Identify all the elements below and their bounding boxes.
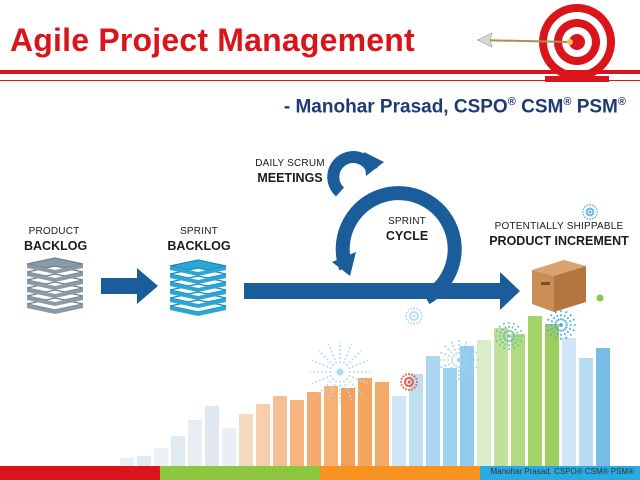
skyline-bar [358,378,372,466]
skyline-bar [256,404,270,466]
firework-icon [310,204,605,402]
registered-mark: ® [617,96,626,108]
product-increment-line2: PRODUCT INCREMENT [489,234,629,248]
skyline-bar [290,400,304,466]
firework-burst [545,309,577,341]
product-box-icon [532,260,586,312]
flow-arrow [244,272,520,310]
registered-mark: ® [507,96,516,108]
skyline-bar [273,396,287,466]
sprint-backlog-label: SPRINT BACKLOG [166,226,232,253]
firework-burst [582,204,598,220]
target-icon [539,4,615,82]
firework-burst [495,322,523,350]
footer-segment [320,466,480,480]
author-name: - Manohar Prasad, CSPO [283,96,508,118]
daily-scrum-line2: MEETINGS [257,171,323,185]
stack-band [170,274,226,284]
skyline-bar [409,374,423,466]
firework-burst [404,306,424,326]
sprint-cycle-loop-icon [327,151,462,305]
footer-color-bar [0,466,640,480]
stack-band [27,296,83,306]
firework-burst [310,342,370,402]
skyline-bar [460,346,474,466]
firework-burst [595,293,605,303]
stack-band [170,290,226,300]
skyline-bar [426,356,440,466]
author-cert-csm: CSM [515,96,564,118]
footer-segment [160,466,320,480]
author-line: - Manohar Prasad, CSPO® CSM® PSM® [284,96,626,118]
stack-band [170,282,226,292]
skyline-bar [307,392,321,466]
author-cert-psm: PSM [571,96,618,118]
stack-band [27,264,83,274]
skyline-bar [137,456,151,466]
product-backlog-stack-icon [26,257,84,314]
page-title: Agile Project Management [10,22,415,58]
dart-icon [477,32,573,48]
skyline-bar [154,448,168,466]
stack-band [170,306,226,316]
sprint-backlog-line1: SPRINT [180,226,218,237]
skyline-bar [494,328,508,466]
sprint-cycle-line2: CYCLE [385,229,429,243]
skyline-bar [120,458,134,466]
skyline-bar [188,420,202,466]
skyline-bars-decoration [120,316,610,466]
stack-band [170,266,226,276]
daily-scrum-label: DAILY SCRUM MEETINGS [252,158,328,185]
skyline-bar [528,316,542,466]
skyline-bar [562,338,576,466]
skyline-bar [579,358,593,466]
skyline-bar [341,388,355,466]
sprint-backlog-line2: BACKLOG [167,239,231,253]
skyline-bar [443,368,457,466]
sprint-cycle-label: SPRINT CYCLE [382,216,432,243]
title-rule-thin [0,80,640,81]
title-rule [0,70,640,74]
firework-burst [399,372,419,392]
skyline-bar [239,414,253,466]
skyline-bar [392,396,406,466]
skyline-bar [205,406,219,466]
footer-segment [0,466,160,480]
stack-band [27,304,83,314]
registered-mark: ® [563,96,572,108]
firework-burst [439,340,479,380]
daily-scrum-line1: DAILY SCRUM [255,158,325,169]
skyline-bar [375,382,389,466]
product-increment-line1: POTENTIALLY SHIPPABLE [494,221,624,232]
stack-band [27,272,83,282]
footer-credit: Manohar Prasad, CSPO® CSM® PSM® [490,467,634,476]
skyline-bar [171,436,185,466]
stack-band [170,298,226,308]
skyline-bar [511,334,525,466]
skyline-bar [596,348,610,466]
skyline-bar [477,340,491,466]
product-backlog-label: PRODUCT BACKLOG [24,226,88,253]
skyline-bar [324,386,338,466]
skyline-bar [545,324,559,466]
product-backlog-line1: PRODUCT [28,226,80,237]
skyline-bar [222,428,236,466]
footer-segment [480,466,640,480]
product-increment-label: POTENTIALLY SHIPPABLE PRODUCT INCREMENT [488,221,630,248]
sprint-cycle-line1: SPRINT [388,216,426,227]
stack-band [27,280,83,290]
arrow-right-icon [101,268,158,304]
sprint-backlog-stack-icon [169,259,227,316]
product-backlog-line2: BACKLOG [24,239,88,253]
stack-band [27,288,83,298]
